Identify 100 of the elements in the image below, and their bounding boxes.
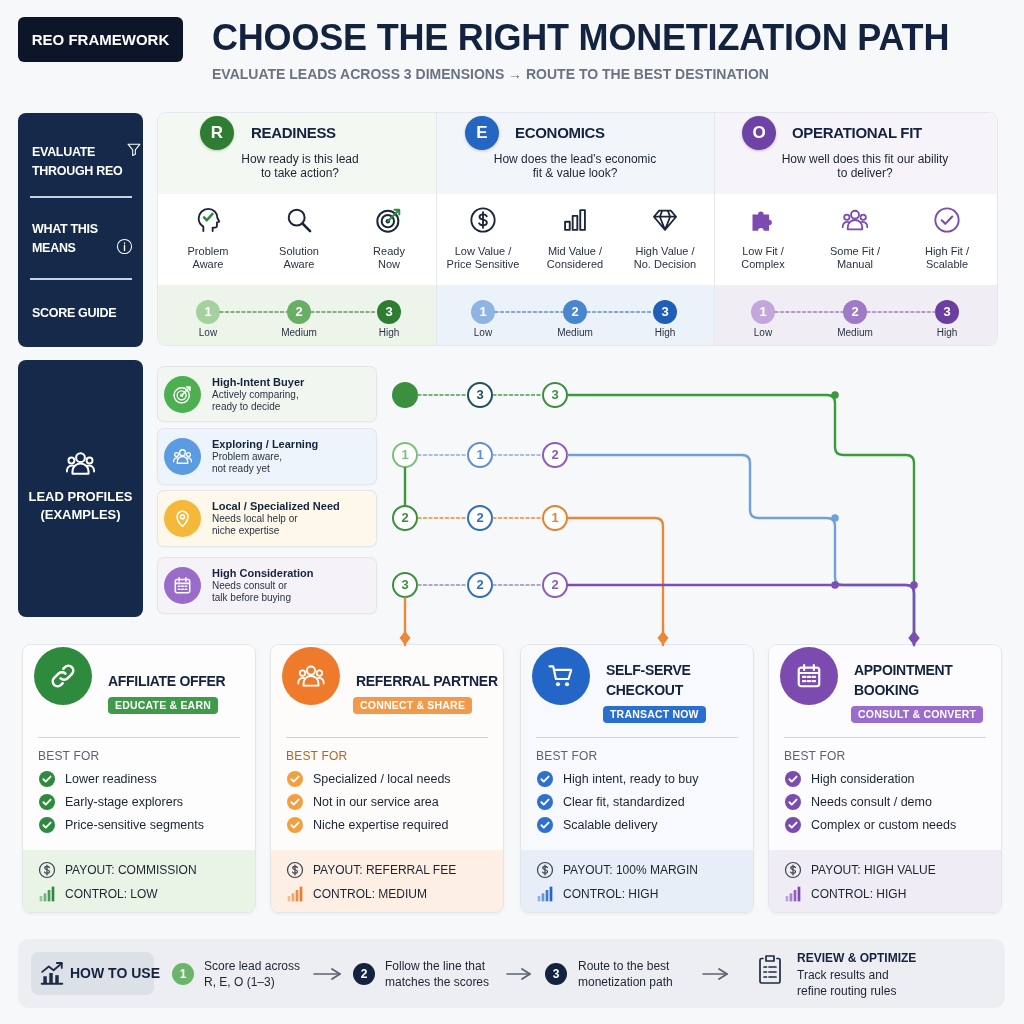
dashed-connector bbox=[494, 311, 564, 313]
dimension-panel bbox=[715, 113, 997, 345]
tag: CONSULT & CONVERT bbox=[851, 706, 984, 723]
checklist-item: Scalable delivery bbox=[563, 817, 658, 834]
checklist-item: Specialized / local needs bbox=[313, 771, 451, 788]
score-circle: 3 bbox=[377, 300, 401, 324]
arrow bbox=[313, 968, 341, 980]
profile-description: Actively comparing, ready to decide bbox=[212, 389, 300, 413]
destination-title: REFERRAL PARTNER bbox=[356, 672, 499, 691]
sidebar-heading: LEAD PROFILES (EXAMPLES) bbox=[27, 488, 134, 524]
score-circle: 2 bbox=[392, 505, 418, 531]
route-line bbox=[566, 516, 669, 647]
tag: EDUCATE & EARN bbox=[108, 697, 218, 714]
dimension-panel bbox=[437, 113, 715, 345]
profile-title: High-Intent Buyer bbox=[212, 375, 305, 389]
score-circle: 3 bbox=[392, 572, 418, 598]
payout-text: PAYOUT: COMMISSION bbox=[65, 862, 197, 878]
tag: CONNECT & SHARE bbox=[353, 697, 473, 714]
heading-text: HOW TO USE bbox=[70, 964, 160, 983]
letter-badge: R bbox=[200, 116, 234, 150]
step-number: 3 bbox=[545, 963, 567, 985]
payout-text: PAYOUT: 100% MARGIN bbox=[563, 862, 698, 878]
score-label: High bbox=[653, 327, 677, 339]
dimension-title: READINESS bbox=[251, 123, 336, 143]
score-circle: 2 bbox=[843, 300, 867, 324]
destination-card bbox=[23, 645, 255, 912]
section-label: BEST FOR bbox=[38, 748, 100, 764]
level-label: Low Fit / Complex bbox=[740, 245, 786, 271]
score-circle: 1 bbox=[542, 505, 568, 531]
dashed-connector bbox=[417, 584, 468, 586]
step-number: 1 bbox=[172, 963, 194, 985]
sidebar-heading: WHAT THIS MEANS bbox=[32, 221, 99, 257]
score-circle: 3 bbox=[542, 382, 568, 408]
dimension-question: How well does this fit our ability to deliver? bbox=[780, 152, 950, 180]
route-line bbox=[566, 583, 920, 647]
score-label: Medium bbox=[556, 327, 594, 339]
checklist-item: Price-sensitive segments bbox=[65, 817, 204, 834]
destination-card bbox=[271, 645, 503, 912]
framework-badge: REO FRAMEWORK bbox=[18, 17, 183, 62]
score-label: High bbox=[377, 327, 401, 339]
dashed-connector bbox=[866, 311, 936, 313]
destination-title: APPOINTMENT BOOKING bbox=[854, 661, 954, 700]
control-text: CONTROL: MEDIUM bbox=[313, 886, 427, 902]
dashed-connector bbox=[417, 454, 468, 456]
sidebar-heading: SCORE GUIDE bbox=[32, 305, 118, 322]
title: CHOOSE THE RIGHT MONETIZATION PATH bbox=[212, 16, 950, 60]
score-circle: 2 bbox=[542, 572, 568, 598]
section-label: BEST FOR bbox=[286, 748, 348, 764]
dashed-connector bbox=[219, 311, 288, 313]
dashed-connector bbox=[492, 394, 543, 396]
score-circle: 1 bbox=[392, 442, 418, 468]
score-label: Medium bbox=[836, 327, 874, 339]
score-circle: 2 bbox=[287, 300, 311, 324]
step-number: 2 bbox=[353, 963, 375, 985]
dashed-connector bbox=[417, 517, 468, 519]
letter-badge: E bbox=[465, 116, 499, 150]
score-label: High bbox=[935, 327, 959, 339]
dimension-question: How does the lead’s economic fit & value look? bbox=[492, 152, 658, 180]
profile-card bbox=[158, 367, 376, 421]
arrow bbox=[702, 968, 728, 980]
dashed-connector bbox=[417, 394, 468, 396]
checklist-item: Not in our service area bbox=[313, 794, 439, 811]
profile-card bbox=[158, 491, 376, 546]
score-circle: 2 bbox=[563, 300, 587, 324]
review-title: REVIEW & OPTIMIZE bbox=[797, 950, 917, 966]
score-circle: 2 bbox=[467, 572, 493, 598]
profile-description: Needs local help or niche expertise bbox=[212, 513, 299, 537]
dashed-connector bbox=[492, 454, 543, 456]
dimension-title: ECONOMICS bbox=[515, 123, 605, 143]
destination-card bbox=[521, 645, 753, 912]
payout-text: PAYOUT: HIGH VALUE bbox=[811, 862, 936, 878]
subtitle: EVALUATE LEADS ACROSS 3 DIMENSIONS → ROUTE TO THE BEST DESTINATION bbox=[212, 66, 769, 83]
profile-title: Local / Specialized Need bbox=[212, 499, 340, 513]
profile-card bbox=[158, 429, 376, 484]
dimension-question: How ready is this lead to take action? bbox=[240, 152, 360, 180]
control-text: CONTROL: LOW bbox=[65, 886, 158, 902]
sidebar-panel bbox=[18, 360, 143, 617]
sidebar-heading: EVALUATE THROUGH REO bbox=[32, 144, 124, 180]
dimension-panel bbox=[158, 113, 437, 345]
destination-title: SELF-SERVE CHECKOUT bbox=[606, 661, 692, 700]
dashed-connector bbox=[774, 311, 844, 313]
score-circle: 3 bbox=[653, 300, 677, 324]
level-label: Solution Aware bbox=[278, 245, 320, 271]
level-label: Problem Aware bbox=[186, 245, 230, 271]
checklist-item: High consideration bbox=[811, 771, 915, 788]
dashed-connector bbox=[586, 311, 654, 313]
score-circle: 2 bbox=[542, 442, 568, 468]
connector-line bbox=[403, 466, 407, 507]
sidebar-panel bbox=[18, 113, 143, 347]
level-label: Low Value / Price Sensitive bbox=[445, 245, 521, 271]
level-label: Mid Value / Considered bbox=[545, 245, 605, 271]
score-dot bbox=[392, 382, 418, 408]
step-text: Score lead across R, E, O (1–3) bbox=[204, 958, 302, 990]
profile-title: Exploring / Learning bbox=[212, 437, 319, 451]
score-circle: 1 bbox=[751, 300, 775, 324]
step-text: Route to the best monetization path bbox=[578, 958, 674, 990]
checklist-item: Complex or custom needs bbox=[811, 817, 957, 834]
checklist-item: High intent, ready to buy bbox=[563, 771, 699, 788]
score-label: Low bbox=[752, 327, 774, 339]
destination-card bbox=[769, 645, 1001, 912]
